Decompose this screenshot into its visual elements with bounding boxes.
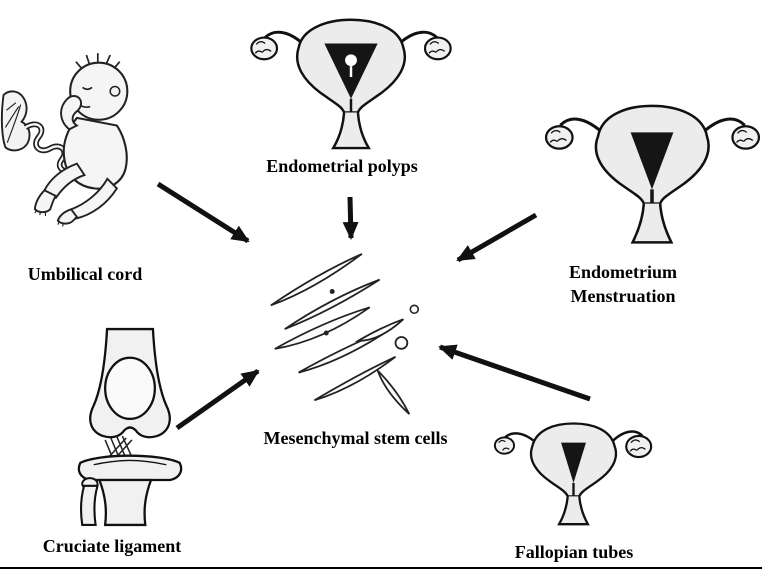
fallopian-tubes-illustration bbox=[492, 408, 655, 532]
uterus-fallopian-icon bbox=[493, 422, 653, 526]
mesenchymal-stem-cells-illustration bbox=[262, 246, 437, 424]
uterus-polyps-icon bbox=[250, 18, 452, 150]
label-endometrium-menstruation: Endometrium Menstruation bbox=[538, 260, 708, 309]
arrow-endometrium-to-center bbox=[456, 212, 538, 263]
knee-joint-icon bbox=[77, 327, 183, 527]
arrow-polyps-to-center bbox=[342, 196, 359, 240]
cruciate-ligament-illustration bbox=[44, 326, 216, 528]
label-mesenchymal-stem-cells: Mesenchymal stem cells bbox=[263, 428, 448, 448]
endometrium-menstruation-illustration bbox=[543, 85, 762, 253]
spindle-cells-icon bbox=[270, 253, 420, 415]
label-endometrial-polyps: Endometrial polyps bbox=[266, 156, 418, 176]
endometrial-polyps-illustration bbox=[246, 4, 456, 152]
label-cruciate-ligament: Cruciate ligament bbox=[42, 536, 182, 556]
label-endometrium-line2: Menstruation bbox=[570, 286, 676, 307]
arrow-umbilical-to-center bbox=[156, 181, 250, 244]
label-umbilical-cord: Umbilical cord bbox=[27, 264, 143, 284]
label-fallopian-tubes: Fallopian tubes bbox=[514, 542, 634, 562]
uterus-menstruation-icon bbox=[544, 104, 761, 244]
baby-with-cord-icon bbox=[0, 53, 129, 227]
bottom-edge-line bbox=[0, 567, 762, 569]
label-endometrium-line1: Endometrium bbox=[569, 262, 677, 282]
arrow-fallopian-to-center bbox=[438, 344, 591, 402]
umbilical-cord-illustration bbox=[0, 36, 168, 236]
